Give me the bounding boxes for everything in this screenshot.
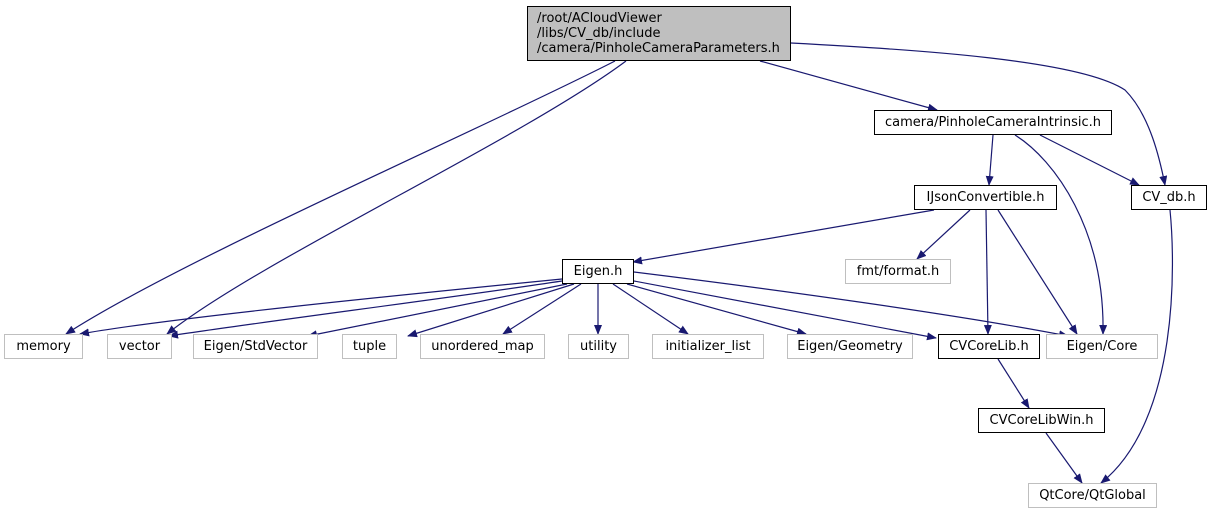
edge-ijson-to-eigencore: [997, 209, 1078, 335]
node-qtcore-qtglobal[interactable]: QtCore/QtGlobal: [1028, 483, 1157, 508]
edge-root-to-vector: [166, 60, 627, 335]
node-cv-db[interactable]: CV_db.h: [1131, 185, 1207, 210]
node-ijson-convertible[interactable]: IJsonConvertible.h: [914, 185, 1057, 210]
edge-eigen-to-vector: [168, 280, 563, 339]
node-initializer-list[interactable]: initializer_list: [652, 334, 764, 359]
edge-root-to-pinhole: [759, 60, 938, 112]
edges: [65, 42, 1174, 484]
edge-ijson-to-eigen: [632, 209, 935, 265]
node-pinhole-camera-intrinsic[interactable]: camera/PinholeCameraIntrinsic.h: [874, 110, 1112, 135]
node-fmt-format[interactable]: fmt/format.h: [845, 259, 951, 284]
edge-eigen-to-stdvector: [307, 283, 568, 339]
node-cvcorelib[interactable]: CVCoreLib.h: [938, 334, 1040, 359]
node-eigen-geometry[interactable]: Eigen/Geometry: [787, 334, 913, 359]
root-path-line-1: /root/ACloudViewer: [537, 11, 662, 26]
edge-eigen-to-initializerlist: [612, 283, 689, 335]
edge-pinhole-to-eigencore: [1014, 134, 1108, 335]
edge-eigen-to-eigencore: [633, 271, 1069, 339]
root-path-line-2: /libs/CV_db/include: [537, 26, 661, 41]
node-cvcorelibwin[interactable]: CVCoreLibWin.h: [978, 408, 1105, 433]
node-eigen-core[interactable]: Eigen/Core: [1046, 334, 1158, 359]
node-vector[interactable]: vector: [107, 334, 172, 359]
edge-pinhole-to-cvdb: [1039, 134, 1140, 186]
node-eigen-h[interactable]: Eigen.h: [562, 259, 634, 284]
edge-ijson-to-cvcorelib: [983, 209, 992, 335]
edge-ijson-to-fmt: [916, 209, 971, 260]
edge-cvcorelib-to-cvcorelibwin: [997, 358, 1030, 409]
node-unordered-map[interactable]: unordered_map: [420, 334, 545, 359]
node-root-header[interactable]: /root/ACloudViewer /libs/CV_db/include /…: [527, 6, 791, 61]
edge-cvdb-to-qtglobal: [1100, 209, 1174, 484]
edge-eigen-to-unorderedmap: [502, 283, 582, 335]
edge-pinhole-to-ijson: [985, 134, 994, 186]
edge-eigen-to-geometry: [626, 283, 807, 336]
edge-eigen-to-memory: [79, 278, 563, 337]
edge-root-to-memory: [65, 60, 616, 335]
node-memory[interactable]: memory: [4, 334, 83, 359]
root-path-line-3: /camera/PinholeCameraParameters.h: [537, 41, 780, 56]
edge-eigen-to-cvcorelib: [633, 280, 937, 341]
node-tuple[interactable]: tuple: [342, 334, 397, 359]
edge-cvcorelibwin-to-qtglobal: [1045, 432, 1083, 484]
node-eigen-stdvector[interactable]: Eigen/StdVector: [193, 334, 318, 359]
edge-root-to-cvdb: [790, 42, 1168, 186]
node-utility[interactable]: utility: [568, 334, 629, 359]
edge-eigen-to-tuple: [407, 283, 575, 338]
